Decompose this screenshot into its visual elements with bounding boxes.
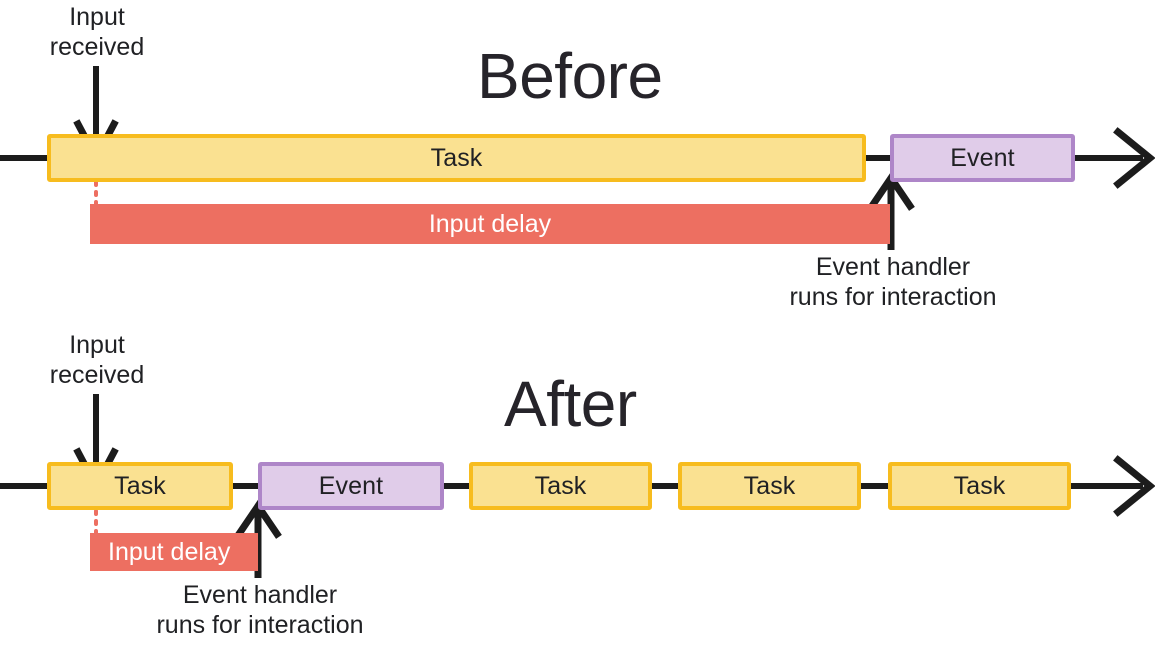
after-task-label-3: Task (743, 471, 796, 500)
after-task-label-1: Task (114, 471, 166, 500)
after-event-block[interactable]: Event (258, 462, 444, 510)
before-input-delay-label: Input delay (428, 209, 552, 238)
input-received-label-after: Input received (22, 330, 172, 390)
section-title-after: After (504, 368, 637, 440)
before-task-block[interactable]: Task (47, 134, 866, 182)
before-event-block[interactable]: Event (890, 134, 1075, 182)
after-task-block-2[interactable]: Task (469, 462, 652, 510)
input-received-label-before-line2: received (49, 33, 145, 61)
event-handler-label-after-line2: runs for interaction (156, 611, 364, 639)
event-handler-label-after: Event handler runs for interaction (125, 580, 395, 640)
before-input-delay-bar: Input delay (90, 204, 890, 244)
before-task-label: Task (430, 143, 483, 172)
after-event-label: Event (318, 471, 384, 500)
after-task-label-2: Task (534, 471, 587, 500)
input-received-label-before-line1: Input (69, 3, 125, 31)
after-input-delay-bar: Input delay (90, 533, 258, 571)
after-task-block-1[interactable]: Task (47, 462, 233, 510)
event-handler-arrow-before-head (867, 171, 915, 211)
after-input-delay-label: Input delay (108, 537, 231, 566)
before-event-label: Event (950, 143, 1015, 172)
event-handler-arrow-after-head (234, 499, 282, 539)
event-handler-label-after-line1: Event handler (182, 581, 338, 609)
timeline-arrow-after-head (1113, 455, 1155, 517)
after-task-label-4: Task (953, 471, 1006, 500)
event-handler-label-before-line2: runs for interaction (789, 283, 997, 311)
event-handler-label-before: Event handler runs for interaction (758, 252, 1028, 312)
after-task-block-4[interactable]: Task (888, 462, 1071, 510)
input-received-label-before: Input received (22, 2, 172, 62)
section-title-before: Before (477, 40, 663, 112)
after-task-block-3[interactable]: Task (678, 462, 861, 510)
timeline-arrow-before-head (1113, 127, 1155, 189)
event-handler-label-before-line1: Event handler (815, 253, 971, 281)
input-received-label-after-line2: received (49, 361, 145, 389)
input-received-label-after-line1: Input (69, 331, 125, 359)
